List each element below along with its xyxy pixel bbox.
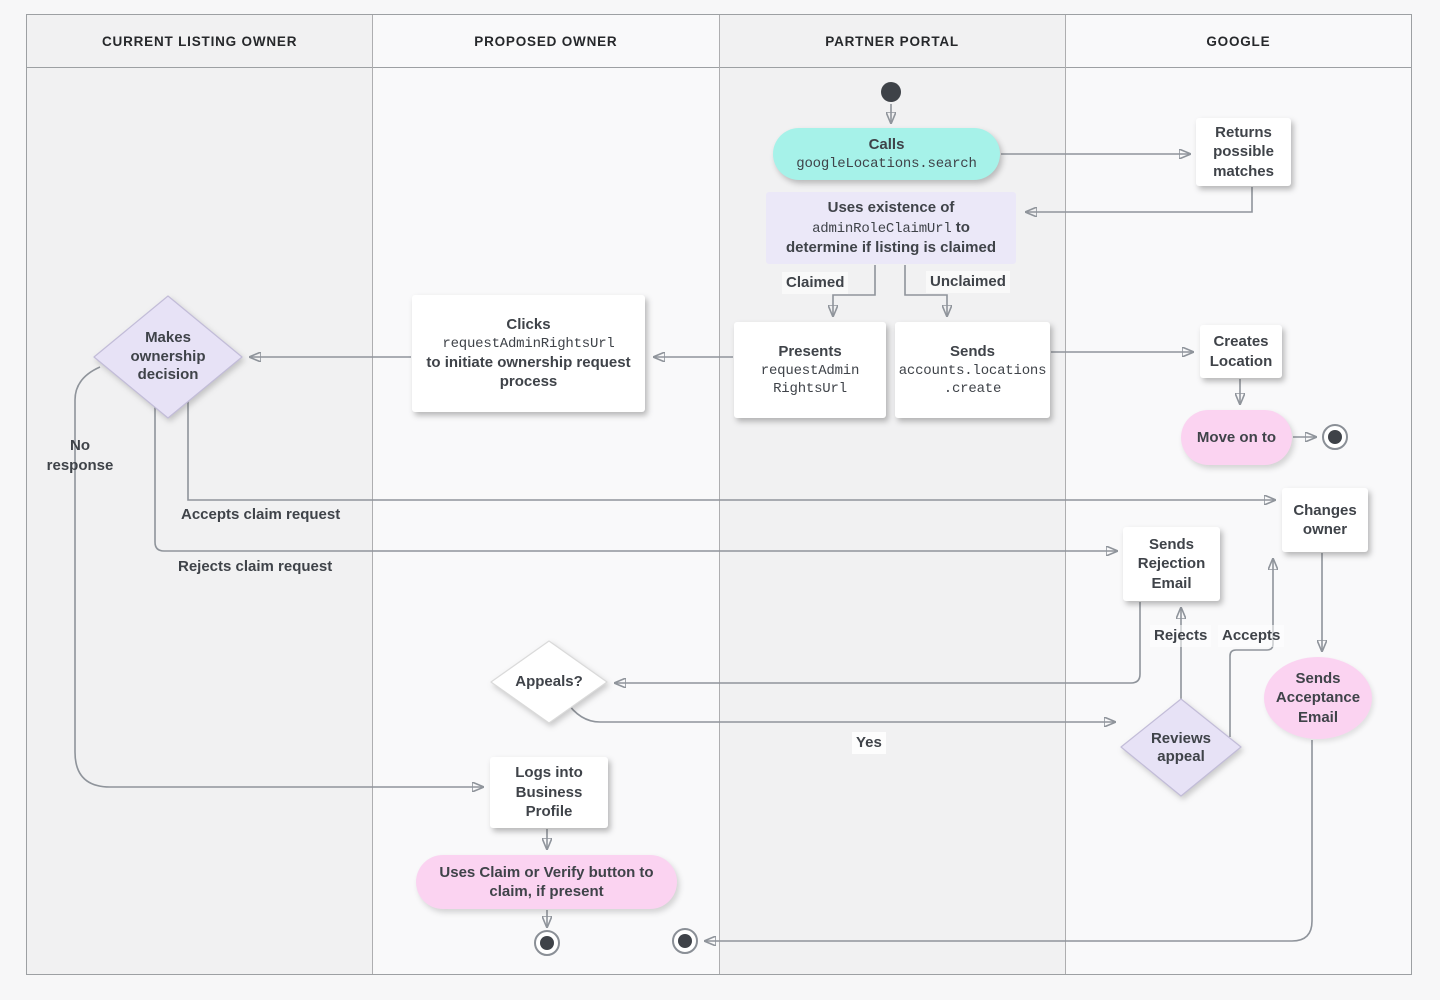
node-code: googleLocations.search	[796, 155, 977, 172]
end-node-dot	[1328, 430, 1342, 444]
node-label: Sends Acceptance Email	[1275, 669, 1361, 726]
calls-google-locations-search-node: Calls googleLocations.search	[773, 128, 1000, 180]
move-on-to-node: Move on to	[1181, 410, 1292, 465]
node-code-line2: RightsUrl	[773, 380, 847, 397]
node-label: Returns possible matches	[1213, 123, 1274, 180]
node-code: requestAdminRightsUrl	[442, 335, 615, 352]
reviews-appeal-diamond: Reviews appeal	[1120, 698, 1242, 797]
node-code-line1: requestAdmin	[760, 362, 860, 379]
node-code-line1: accounts.locations	[898, 362, 1047, 379]
end-node-google-flow	[1322, 424, 1348, 450]
edge-label-rejects: Rejects	[1150, 625, 1212, 647]
node-label: Sends Rejection Email	[1137, 535, 1206, 592]
node-label: Uses Claim or Verify button to claim, if…	[439, 863, 654, 901]
edge-label-claimed: Claimed	[782, 272, 849, 294]
node-label: Appeals?	[515, 672, 583, 690]
end-node-dot	[540, 936, 554, 950]
edge-label-yes: Yes	[852, 732, 886, 754]
lane-header: GOOGLE	[1065, 15, 1411, 68]
edge-label-rejects-claim-request: Rejects claim request	[178, 558, 333, 575]
uses-claim-or-verify-node: Uses Claim or Verify button to claim, if…	[416, 855, 677, 909]
note-line1: Uses existence of	[827, 199, 955, 217]
lane-header: CURRENT LISTING OWNER	[27, 15, 373, 68]
node-label: Reviews appeal	[1150, 730, 1212, 765]
start-node	[881, 82, 901, 102]
clicks-request-admin-rights-url-node: Clicks requestAdminRightsUrl to initiate…	[412, 295, 645, 412]
lane-header: PROPOSED OWNER	[373, 15, 719, 68]
lane-header: PARTNER PORTAL	[719, 15, 1065, 68]
end-node-acceptance-flow	[672, 928, 698, 954]
presents-request-admin-rights-url-node: Presents requestAdmin RightsUrl	[734, 322, 886, 418]
node-label: Creates Location	[1209, 333, 1273, 370]
note-line2-suffix: to	[951, 218, 970, 236]
node-label: Changes owner	[1293, 501, 1357, 539]
end-node-claim-flow	[534, 930, 560, 956]
end-node-dot	[678, 934, 692, 948]
node-title: Clicks	[506, 316, 551, 334]
sends-acceptance-email-node: Sends Acceptance Email	[1264, 657, 1372, 739]
edge-label-accepts: Accepts	[1218, 625, 1285, 647]
changes-owner-node: Changes owner	[1282, 488, 1368, 552]
note-line3: determine if listing is claimed	[785, 239, 997, 257]
makes-ownership-decision-diamond: Makes ownership decision	[93, 295, 243, 419]
node-label: Makes ownership decision	[130, 328, 206, 384]
node-title: Presents	[778, 343, 842, 361]
logs-into-business-profile-node: Logs into Business Profile	[490, 757, 608, 828]
edge-label-no-response: No response	[46, 437, 114, 474]
sends-rejection-email-node: Sends Rejection Email	[1123, 527, 1220, 601]
sends-accounts-locations-create-node: Sends accounts.locations .create	[895, 322, 1050, 418]
node-title: Calls	[868, 136, 905, 154]
node-title: Sends	[949, 343, 995, 361]
returns-possible-matches-node: Returns possible matches	[1196, 118, 1291, 186]
appeals-diamond: Appeals?	[490, 640, 608, 724]
note-line2: adminRoleClaimUrl to	[812, 218, 970, 238]
node-label: Move on to	[1196, 428, 1277, 446]
note-code: adminRoleClaimUrl	[812, 220, 952, 237]
lane-current-listing-owner: CURRENT LISTING OWNER	[27, 15, 374, 974]
lane-proposed-owner: PROPOSED OWNER	[373, 15, 720, 974]
edge-label-accepts-claim-request: Accepts claim request	[181, 506, 341, 523]
uses-existence-note: Uses existence of adminRoleClaimUrl to d…	[766, 192, 1016, 264]
edge-label-unclaimed: Unclaimed	[926, 271, 1010, 293]
node-rest: to initiate ownership request process	[426, 353, 631, 391]
creates-location-node: Creates Location	[1200, 325, 1282, 378]
node-label: Logs into Business Profile	[515, 764, 583, 821]
node-code-line2: .create	[943, 380, 1002, 397]
